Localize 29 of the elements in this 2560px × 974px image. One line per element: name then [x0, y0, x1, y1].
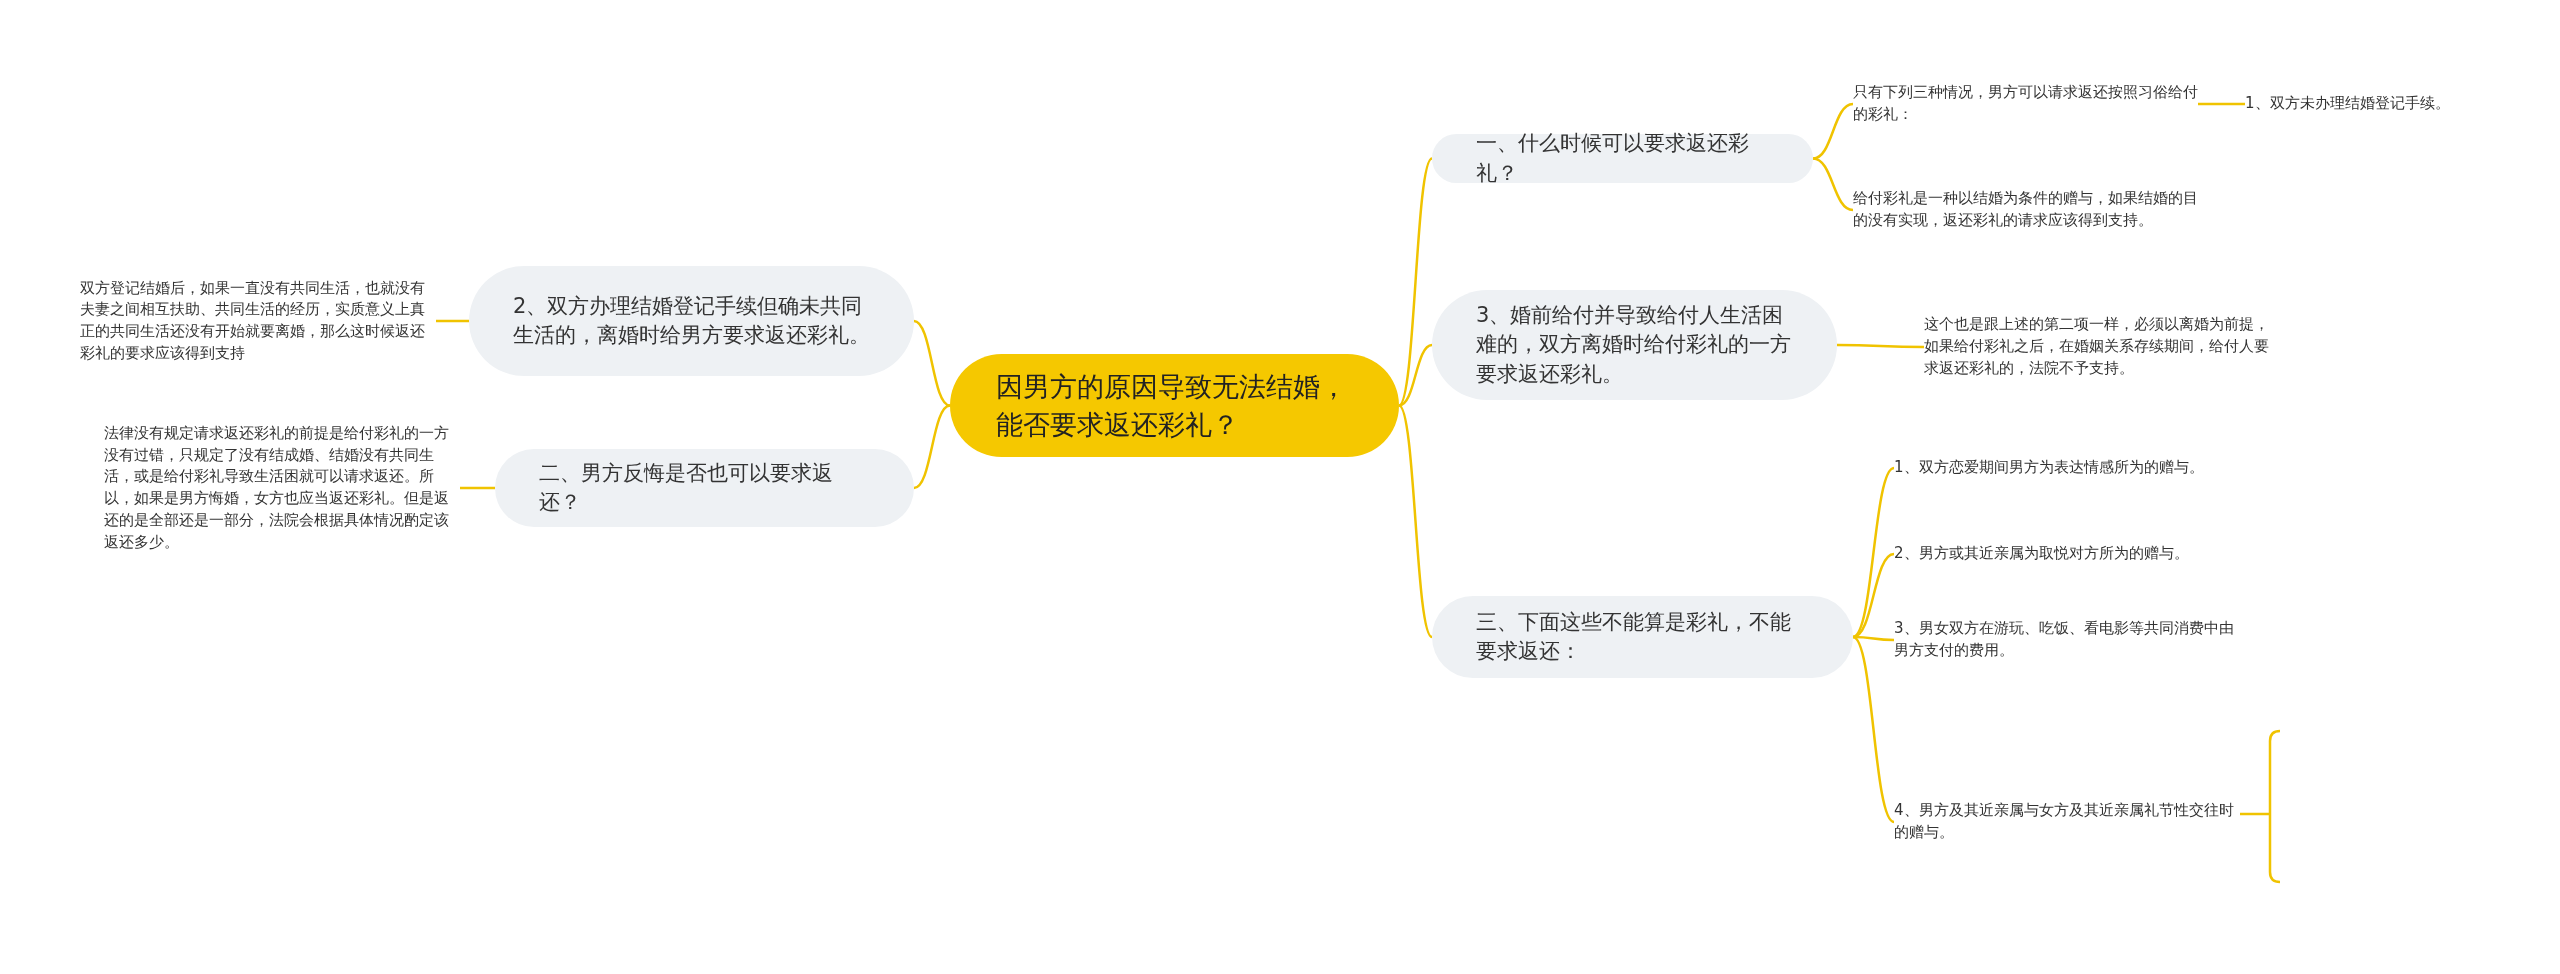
- connector-line: [1852, 636, 1895, 823]
- topic-bubble: 二、男方反悔是否也可以要求返还？: [495, 449, 914, 527]
- note-text: 只有下列三种情况，男方可以请求返还按照习俗给付的彩礼：: [1853, 80, 2198, 128]
- connector-line: [913, 404, 951, 490]
- topic-bubble: 三、下面这些不能算是彩礼，不能要求返还：: [1432, 596, 1853, 678]
- note-text: 1、双方未办理结婚登记手续。: [2245, 92, 2485, 116]
- connector-line: [1398, 157, 1433, 407]
- topic-bubble: 2、双方办理结婚登记手续但确未共同生活的，离婚时给男方要求返还彩礼。: [469, 266, 914, 376]
- note-text: 3、男女双方在游玩、吃饭、看电影等共同消费中由男方支付的费用。: [1894, 616, 2239, 664]
- note-text: 双方登记结婚后，如果一直没有共同生活，也就没有夫妻之间相互扶助、共同生活的经历，实质意义上真正的共同生活还没有开始就要离婚，那么这时候返还彩礼的要求应该得到支持: [80, 276, 436, 366]
- connector-line: [1812, 157, 1854, 212]
- central-topic: 因男方的原因导致无法结婚，能否要求返还彩礼？: [950, 354, 1399, 457]
- connector-line: [1398, 404, 1433, 638]
- connector-line: [1812, 102, 1854, 160]
- note-text: 2、男方或其近亲属为取悦对方所为的赠与。: [1894, 542, 2239, 566]
- note-text: 给付彩礼是一种以结婚为条件的赠与，如果结婚的目的没有实现，返还彩礼的请求应该得到支持。: [1853, 174, 2208, 246]
- connector-line: [1398, 343, 1433, 407]
- note-text: 法律没有规定请求返还彩礼的前提是给付彩礼的一方没有过错，只规定了没有结成婚、结婚没有共同生活，或是给付彩礼导致生活困就可以请求返还。所以，如果是男方悔婚，女方也应当返还彩礼。但是返还的是全部还是一部分，法院会根据具体情况酌定该返还多少。: [104, 420, 460, 556]
- connector-line: [460, 486, 495, 490]
- connector-line: [436, 319, 469, 323]
- note-text: 1、双方恋爱期间男方为表达情感所为的赠与。: [1894, 444, 2239, 492]
- connector-line: [1853, 635, 1894, 642]
- connector-line: [2198, 102, 2245, 106]
- topic-bubble: 一、什么时候可以要求返还彩礼？: [1432, 134, 1813, 183]
- topic-bubble: 3、婚前给付并导致给付人生活困难的，双方离婚时给付彩礼的一方要求返还彩礼。: [1432, 290, 1837, 400]
- note-text: 4、男方及其近亲属与女方及其近亲属礼节性交往时的赠与。: [1894, 798, 2239, 846]
- note-text: 这个也是跟上述的第二项一样，必须以离婚为前提，如果给付彩礼之后，在婚姻关系存续期间，给付人要求返还彩礼的，法院不予支持。: [1924, 312, 2274, 382]
- connector-line: [1837, 343, 1924, 349]
- connector-line: [913, 319, 951, 407]
